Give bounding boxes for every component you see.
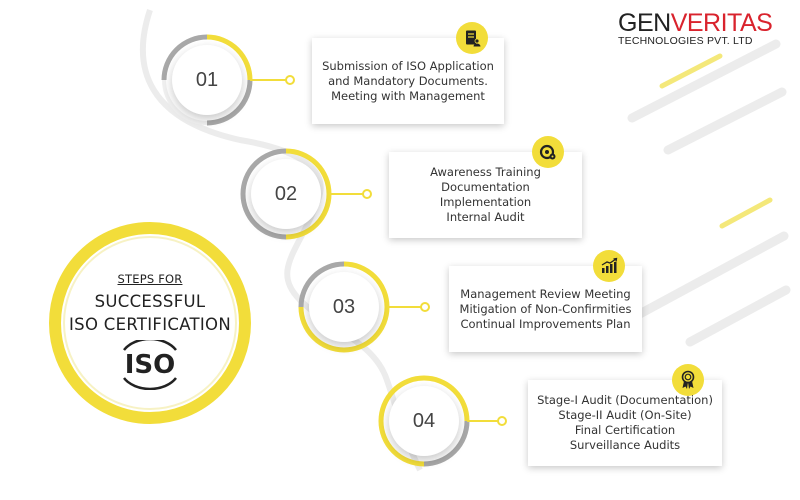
decor-path (140, 9, 423, 472)
step-02-ring (240, 148, 372, 240)
step-04-line-4: Surveillance Audits (569, 438, 681, 452)
step-02-number: 02 (251, 159, 321, 229)
logo-subtitle: TECHNOLOGIES PVT. LTD (618, 35, 753, 47)
step-02-line-3: Implementation (439, 195, 532, 209)
badge-steps-for: STEPS FOR (117, 272, 183, 286)
award-ribbon-icon (672, 364, 704, 396)
step-04-box: Stage-I Audit (Documentation) Stage-II A… (528, 380, 722, 466)
decor-stripes-middle (631, 197, 791, 347)
step-04-line-3: Final Certification (574, 423, 676, 437)
step-01-box: Submission of ISO Application and Mandat… (312, 38, 504, 124)
step-02-line-1: Awareness Training (430, 165, 541, 179)
badge-title-line1: SUCCESSFUL (94, 292, 206, 311)
iso-logo-icon: ISO (123, 340, 177, 390)
step-04-number: 04 (389, 386, 459, 456)
step-03-number: 03 (309, 272, 379, 342)
iso-logo-text: ISO (125, 350, 176, 380)
step-03-ring (298, 261, 430, 353)
step-01-line-2: and Mandatory Documents. (328, 73, 488, 88)
step-01-number: 01 (172, 45, 242, 115)
step-03-line-1: Management Review Meeting (460, 286, 631, 301)
decor-stripes-top (627, 39, 787, 155)
step-01-line-1: Submission of ISO Application (322, 58, 494, 73)
step-02-line-4: Internal Audit (446, 210, 525, 224)
step-04-line-1: Stage-I Audit (Documentation) (537, 393, 713, 407)
step-01-ring (161, 34, 295, 126)
gear-settings-icon (532, 136, 564, 168)
logo-veritas: VERITAS (670, 9, 773, 37)
logo-gen: GEN (618, 9, 671, 37)
step-04-line-2: Stage-II Audit (On-Site) (558, 408, 692, 422)
badge-title-line2: ISO CERTIFICATION (69, 315, 231, 334)
step-04-ring (378, 375, 507, 467)
step-03-line-2: Mitigation of Non-Confirmities (459, 301, 632, 316)
document-user-icon (456, 22, 488, 54)
logo-wordmark: GENVERITAS (618, 10, 788, 36)
company-logo: GENVERITAS TECHNOLOGIES PVT. LTD (618, 10, 788, 47)
step-02-line-2: Documentation (441, 180, 530, 194)
step-03-line-3: Continual Improvements Plan (460, 316, 631, 331)
growth-chart-icon (593, 250, 625, 282)
step-01-line-3: Meeting with Management (331, 88, 485, 103)
step-03-box: Management Review Meeting Mitigation of … (449, 266, 642, 352)
